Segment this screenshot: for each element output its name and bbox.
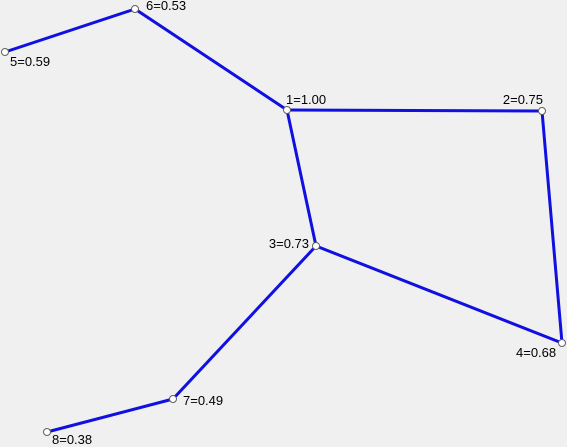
edge-3-4 <box>314 244 564 345</box>
node-label-3: 3=0.73 <box>269 236 309 251</box>
node-label-7: 7=0.49 <box>183 393 223 408</box>
edge-2-4 <box>540 109 564 345</box>
node-label-8: 8=0.38 <box>52 432 92 447</box>
edge-5-6 <box>3 7 137 54</box>
edge-6-1 <box>133 7 289 112</box>
edge-3-7 <box>171 244 318 401</box>
node-8 <box>43 428 51 436</box>
node-2 <box>538 107 546 115</box>
node-label-6: 6=0.53 <box>146 0 186 13</box>
edges-layer <box>3 7 564 434</box>
edge-1-2 <box>285 108 544 113</box>
node-label-2: 2=0.75 <box>503 92 543 107</box>
edge-1-3 <box>285 108 318 248</box>
node-1 <box>283 106 291 114</box>
node-label-5: 5=0.59 <box>10 54 50 69</box>
node-3 <box>312 242 320 250</box>
edge-7-8 <box>45 397 175 434</box>
node-label-4: 4=0.68 <box>516 345 556 360</box>
node-4 <box>558 339 566 347</box>
nodes-layer <box>1 5 566 436</box>
node-5 <box>1 48 9 56</box>
node-6 <box>131 5 139 13</box>
labels-layer: 1=1.00 2=0.75 3=0.73 4=0.68 5=0.59 6=0.53 7=0.… <box>10 0 556 447</box>
node-label-1: 1=1.00 <box>286 92 326 107</box>
node-7 <box>169 395 177 403</box>
